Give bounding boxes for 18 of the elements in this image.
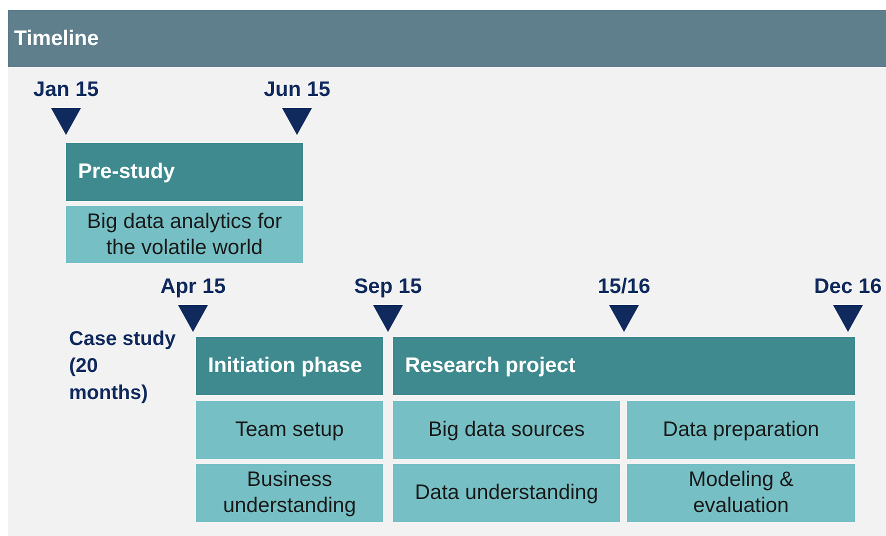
task-box: Team setup	[196, 401, 383, 459]
phase-bar: Pre-study	[66, 143, 303, 201]
date-label: Sep 15	[353, 275, 423, 299]
phase-bar: Research project	[393, 337, 855, 395]
side-label: Case study (20 months)	[69, 327, 177, 406]
task-box: Big data sources	[393, 401, 620, 459]
task-box: Data preparation	[627, 401, 855, 459]
task-box: Data understanding	[393, 464, 620, 522]
title: Timeline	[14, 26, 99, 52]
task-box: Business understanding	[196, 464, 383, 522]
task-box: Modeling & evaluation	[627, 464, 855, 522]
date-label: 15/16	[596, 275, 652, 299]
date-label: Dec 16	[813, 275, 883, 299]
date-label: Apr 15	[159, 275, 227, 299]
date-label: Jun 15	[262, 78, 332, 102]
date-label: Jan 15	[32, 78, 100, 102]
phase-bar: Initiation phase	[196, 337, 383, 395]
task-box: Big data analytics for the volatile world	[66, 206, 303, 263]
